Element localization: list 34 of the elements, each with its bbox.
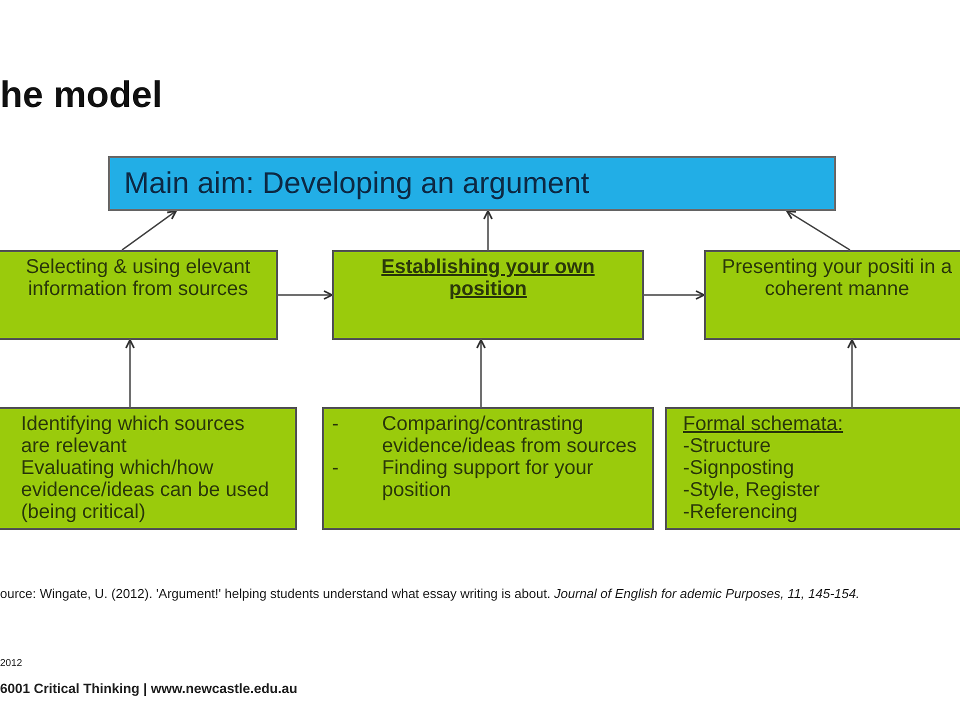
- bullet-dash: -: [332, 413, 340, 437]
- note-box: [322, 407, 654, 530]
- process-box: [332, 250, 644, 340]
- footer-text: 6001 Critical Thinking | www.newcastle.edu.au: [0, 680, 298, 698]
- arrow: [483, 210, 493, 250]
- process-box: [0, 250, 278, 340]
- bullet-dash: -: [332, 457, 340, 481]
- bullet-text: Comparing/contrasting evidence/ideas from sources: [382, 413, 638, 457]
- note-box: [665, 407, 960, 530]
- note-box: [0, 407, 297, 530]
- aim-box: [108, 156, 836, 211]
- arrow: [122, 210, 177, 251]
- box-text: -Style, Register: [683, 479, 821, 501]
- box-text: Identifying which sources are relevant: [21, 413, 246, 457]
- year-text: 2012: [0, 657, 24, 671]
- box-text: -Referencing: [683, 501, 799, 523]
- box-text: -Structure: [683, 435, 772, 457]
- box-text: Selecting & using elevant information from sources: [24, 256, 252, 300]
- heading-text: Main aim: Developing an argument: [124, 166, 590, 200]
- arrow: [125, 339, 135, 407]
- arrow: [847, 339, 857, 407]
- box-text: Establishing your own position: [380, 256, 596, 300]
- arrow: [278, 290, 333, 300]
- box-text: Formal schemata:: [683, 413, 844, 435]
- box-text: Evaluating which/how evidence/ideas can be used (being critical): [21, 457, 270, 523]
- arrow: [644, 290, 705, 300]
- box-text: Presenting your positi in a coherent manne: [720, 256, 954, 300]
- slide-title: he model: [0, 74, 162, 116]
- bullet-text: Finding support for your position: [382, 457, 594, 501]
- arrow: [786, 210, 850, 251]
- source-citation: ource: Wingate, U. (2012). 'Argument!' helping students understand what essay writing is about. Journal of English for ademic Purposes, 11, 145-154.: [0, 585, 861, 602]
- arrow: [476, 339, 486, 407]
- box-text: -Signposting: [683, 457, 796, 479]
- process-box: [704, 250, 960, 340]
